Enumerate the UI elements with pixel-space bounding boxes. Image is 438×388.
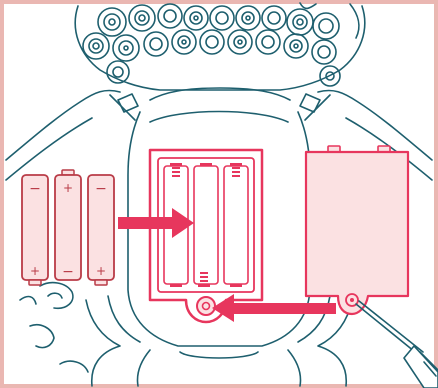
battery: + − bbox=[54, 169, 82, 281]
left-strap-buckle bbox=[117, 93, 139, 113]
battery: − + bbox=[21, 174, 49, 286]
battery-top-symbol: − bbox=[29, 181, 41, 197]
battery-group: − + + − − + bbox=[21, 169, 115, 286]
battery-bottom-symbol: + bbox=[96, 264, 106, 278]
screwdriver-icon bbox=[355, 300, 438, 388]
battery-bottom-symbol: − bbox=[62, 264, 74, 280]
collar-top bbox=[149, 87, 291, 101]
battery-top-symbol: − bbox=[95, 181, 107, 197]
battery-top-symbol: + bbox=[63, 181, 73, 195]
right-strap-buckle bbox=[299, 93, 321, 113]
battery-compartment bbox=[148, 148, 264, 324]
spring-contacts bbox=[170, 163, 242, 287]
battery-cover bbox=[304, 145, 410, 316]
curly-hair bbox=[74, 2, 366, 91]
arrow-left-icon bbox=[212, 294, 336, 322]
compartment-screw-hole bbox=[196, 296, 216, 316]
flat-contacts bbox=[170, 163, 242, 287]
arrow-right-icon bbox=[118, 208, 194, 238]
battery: − + bbox=[87, 174, 115, 286]
toy-body-outline bbox=[5, 2, 433, 387]
battery-bottom-symbol: + bbox=[30, 264, 40, 278]
